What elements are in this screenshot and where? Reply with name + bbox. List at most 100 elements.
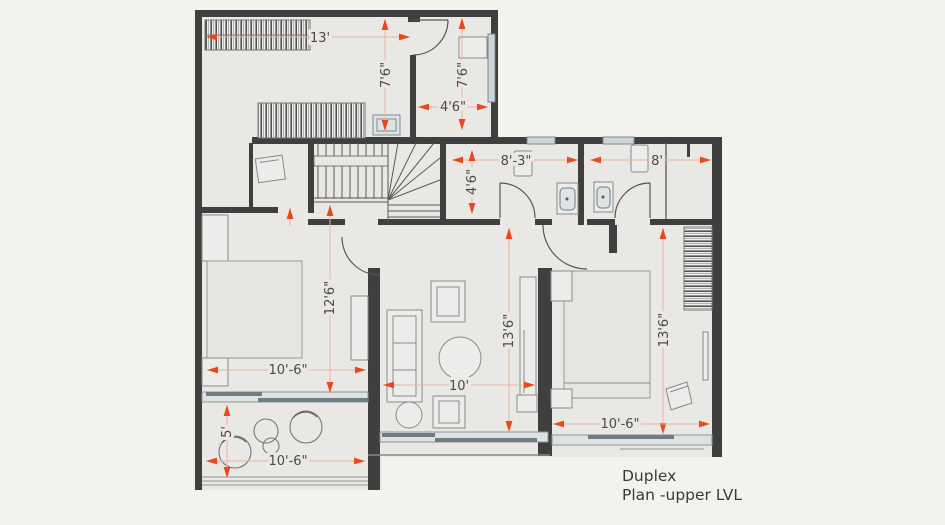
planter-large-left (218, 435, 252, 469)
dimension-arrow (381, 120, 389, 131)
wardrobe-bedroom-right (683, 226, 713, 311)
foyer-desk (458, 36, 488, 59)
dim-foyer-depth: 7'6" (456, 62, 471, 88)
dimension-arrow (326, 205, 334, 216)
dimension-arrow (505, 228, 513, 239)
dim-living-width: 10' (449, 379, 469, 394)
wall-pillar-left (368, 268, 380, 490)
planter-medium (253, 418, 279, 444)
dimension-arrow (524, 381, 535, 389)
dim-corridor-depth: 7'6" (379, 62, 394, 88)
wall-between-baths (578, 143, 584, 225)
dimension-arrow (383, 381, 394, 389)
dimension-arrow (354, 457, 365, 465)
toilet-bath2 (630, 144, 649, 173)
planter-small (262, 437, 280, 455)
dim-balcony-depth: 5' (220, 426, 235, 438)
dim-bedroom-left-length: 12'6" (323, 281, 338, 315)
wall-bedroom-left-top (195, 207, 278, 213)
dim-bath2-width: 8' (651, 154, 663, 169)
doors (341, 19, 651, 276)
vestibule-cabinet (254, 154, 286, 184)
dim-closet-width: 13' (310, 31, 330, 46)
dimension-arrow (223, 405, 231, 416)
dimension-arrow (700, 156, 711, 164)
dimension-arrow (659, 228, 667, 239)
staircase (313, 142, 441, 222)
nightstand-right-top (550, 270, 573, 302)
dimension-lines (206, 18, 711, 478)
chair-bedroom-right (665, 381, 693, 411)
door-bath1 (499, 182, 536, 219)
dimension-arrow (590, 156, 601, 164)
dim-bath1-depth: 4'6" (465, 169, 480, 195)
dimension-arrow (659, 423, 667, 434)
wall-mid-horizontal (252, 137, 722, 144)
wall-left (195, 10, 202, 490)
dimension-arrow (286, 208, 294, 219)
wall-vestibule (249, 143, 253, 210)
dim-foyer-width: 4'6" (440, 100, 466, 115)
wardrobes (204, 19, 713, 311)
dimension-arrow (468, 203, 476, 214)
door-foyer (412, 19, 449, 56)
door-hinge-block (408, 13, 420, 22)
window-bath2 (602, 136, 635, 145)
dresser-bedroom-left (350, 295, 369, 361)
wall-right (712, 137, 722, 457)
wall-stair-left (308, 140, 314, 213)
toilet-bath1 (513, 150, 533, 177)
bed-left (206, 260, 303, 359)
coffee-table (438, 336, 482, 380)
door-bedroom-left (341, 236, 381, 276)
dimension-arrow (206, 33, 217, 41)
dimension-arrow (458, 18, 466, 29)
dim-bedroom-right-width: 10'-6" (600, 417, 639, 432)
dimension-arrow (553, 420, 564, 428)
dimension-arrow (699, 420, 710, 428)
wall-top (195, 10, 498, 17)
bedroom-right-furniture (550, 270, 709, 411)
side-table (395, 401, 423, 429)
dim-bedroom-left-width: 10'-6" (268, 363, 307, 378)
dim-living-length: 13'6" (502, 314, 517, 348)
windows (201, 33, 713, 450)
bath-fixtures (513, 144, 649, 215)
dimension-arrow (223, 467, 231, 478)
dimension-arrow (458, 119, 466, 130)
wall-corridor (410, 55, 416, 143)
sink-bath1 (556, 182, 579, 215)
dimension-arrow (326, 382, 334, 393)
tv-console (519, 276, 537, 399)
dimension-arrow (381, 19, 389, 30)
dimension-arrow (468, 150, 476, 161)
balcony-rails (202, 454, 550, 486)
door-bedroom-right (542, 224, 588, 270)
dimension-arrow (505, 421, 513, 432)
stair-rail (313, 155, 389, 167)
window-foyer (487, 33, 496, 103)
sink-bath2 (593, 181, 614, 213)
plan-title-line1: Duplex (622, 467, 676, 485)
dimension-arrow (206, 457, 217, 465)
dim-bath1-width: 8'-3" (501, 154, 532, 169)
window-bath1 (526, 136, 556, 145)
dresser-left (201, 214, 229, 262)
bed-right (563, 270, 651, 399)
planter-large-right (289, 410, 323, 444)
shelf-bedroom-right (702, 331, 709, 381)
wall-stair-right (440, 143, 446, 225)
bedroom-left-furniture (201, 214, 369, 387)
nightstand-right-bottom (550, 388, 573, 409)
balcony-furniture (218, 410, 323, 469)
plan-title: Duplex Plan -upper LVL (622, 467, 742, 504)
wardrobe-dressing (257, 102, 366, 139)
dim-bedroom-right-length: 13'6" (657, 313, 672, 347)
dimension-arrow (477, 103, 488, 111)
dimension-arrow (418, 103, 429, 111)
dimension-arrow (355, 366, 366, 374)
dim-balcony-width: 10'-6" (268, 454, 307, 469)
dimension-arrow (567, 156, 578, 164)
